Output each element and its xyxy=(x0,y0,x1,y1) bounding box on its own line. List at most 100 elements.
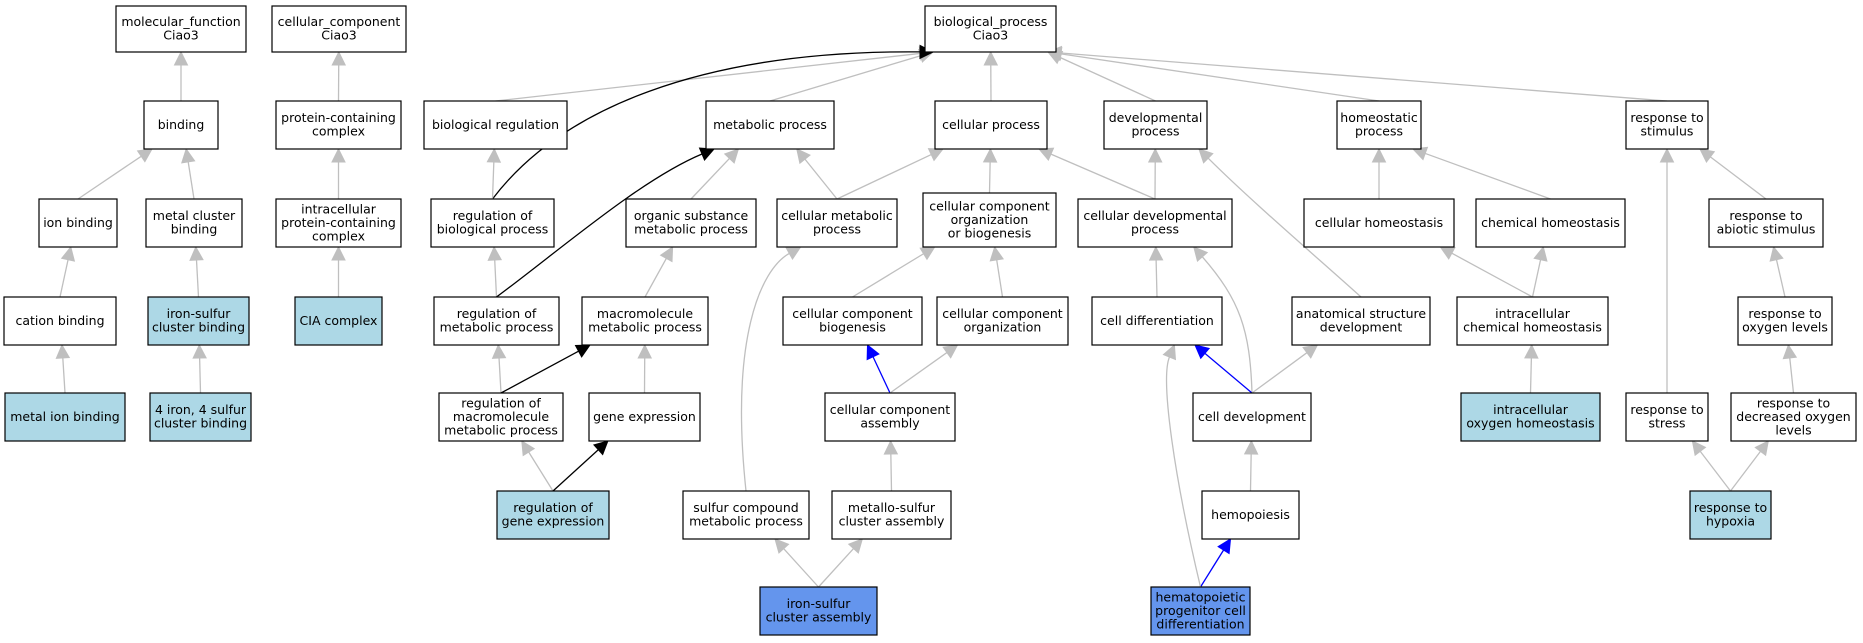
arrowhead xyxy=(1782,343,1798,360)
node-label-line: process xyxy=(1131,222,1179,237)
node-label-line: cell development xyxy=(1198,409,1306,424)
node-label-line: Ciao3 xyxy=(973,28,1008,43)
node-label-line: chemical homeostasis xyxy=(1463,320,1602,335)
edge-reg-gene-expr-to-gene-expression xyxy=(552,440,609,492)
node-box xyxy=(831,490,952,540)
node-label-line: process xyxy=(1131,124,1179,139)
arrowhead xyxy=(1659,147,1675,163)
node-label-line: CIA complex xyxy=(300,313,378,328)
edge-anat-struct-dev-to-dev-process xyxy=(1198,148,1362,298)
node-box xyxy=(705,100,835,150)
node-label-line: metabolic process xyxy=(634,222,748,237)
node-label-line: oxygen homeostasis xyxy=(1466,416,1594,431)
node-box xyxy=(423,100,568,150)
arrowhead xyxy=(1198,148,1214,164)
edge-cell-dev-process-to-dev-process xyxy=(1147,147,1163,200)
node-label-line: metabolic process xyxy=(689,514,803,529)
arrowhead xyxy=(919,246,936,261)
node-label-line: stress xyxy=(1649,416,1686,431)
edge-metabolic-process-to-bp xyxy=(769,48,935,102)
arrowhead xyxy=(989,245,1005,262)
edge-cell-dev-process-to-cellular-process xyxy=(1037,147,1156,200)
node-label-line: oxygen levels xyxy=(1742,320,1828,335)
edge-cell-dev-to-cell-diff xyxy=(1194,344,1253,394)
node-box xyxy=(1077,198,1233,248)
node-hemopoiesis: hemopoiesis xyxy=(1201,490,1300,540)
arrowhead xyxy=(866,343,880,361)
node-label-line: organic substance xyxy=(634,208,749,223)
node-label-line: response to xyxy=(1729,208,1802,223)
node-label-line: homeostatic xyxy=(1340,110,1418,125)
node-box xyxy=(1730,392,1857,442)
node-label-line: cellular metabolic xyxy=(781,208,893,223)
arrowhead xyxy=(883,439,899,455)
edge-sulfur-met-to-cellular-met xyxy=(740,246,802,492)
arrowhead xyxy=(487,245,503,261)
node-label-line: biological_process xyxy=(934,14,1048,29)
node-cellular-process: cellular process xyxy=(934,100,1048,150)
arrowhead xyxy=(983,50,999,66)
node-label-line: response to xyxy=(1748,306,1821,321)
node-box xyxy=(776,198,898,248)
edge-iron-sulfur-assembly-to-sulfur-met xyxy=(774,538,819,588)
arrowhead xyxy=(1439,246,1456,260)
node-label-line: metal ion binding xyxy=(10,409,120,424)
edge-cellular-met-to-metabolic-process xyxy=(796,148,838,200)
node-cell-diff: cell differentiation xyxy=(1091,296,1223,346)
node-cell-dev: cell development xyxy=(1192,392,1312,442)
arrowhead xyxy=(1371,147,1387,163)
node-label-line: response to xyxy=(1694,500,1767,515)
node-label-line: intracellular xyxy=(1495,306,1571,321)
node-label-line: or biogenesis xyxy=(948,225,1032,240)
node-label-line: progenitor cell xyxy=(1155,603,1246,618)
arrowhead xyxy=(491,343,507,359)
node-label-line: molecular_function xyxy=(121,14,240,29)
arrowhead xyxy=(1147,147,1163,163)
arrowhead xyxy=(1194,344,1211,360)
node-bio-reg: biological regulation xyxy=(423,100,568,150)
node-label-line: metallo-sulfur xyxy=(848,500,936,515)
edge-hemopoiesis-to-cell-dev xyxy=(1243,439,1259,492)
node-box xyxy=(275,100,402,150)
node-box xyxy=(1475,198,1626,248)
node-label-line: protein-containing xyxy=(281,110,396,125)
node-chem-homeostasis: chemical homeostasis xyxy=(1475,198,1626,248)
node-label-line: differentiation xyxy=(1156,616,1244,631)
arrowhead xyxy=(723,148,740,164)
node-label-line: cellular component xyxy=(830,402,950,417)
edge-cell-dev-to-anat-struct-dev xyxy=(1251,344,1319,394)
node-cation-binding: cation binding xyxy=(3,296,117,346)
arrowhead xyxy=(942,344,959,359)
node-metabolic-process: metabolic process xyxy=(705,100,835,150)
edge-hpc-diff-to-hemopoiesis xyxy=(1199,538,1232,588)
node-box xyxy=(1291,296,1431,346)
edge-intra-oxy-homeo-to-intra-chem-homeo xyxy=(1524,343,1539,394)
node-label-line: hematopoietic xyxy=(1156,589,1246,604)
node-label-line: cluster binding xyxy=(152,320,245,335)
node-box xyxy=(143,100,219,150)
node-box xyxy=(147,296,250,346)
node-label-line: metal cluster xyxy=(153,208,236,223)
node-label-line: assembly xyxy=(860,416,920,431)
node-box xyxy=(1708,198,1824,248)
edge-cc-assembly-to-cc-organization xyxy=(889,344,959,394)
edge-iron-sulfur-assembly-to-metallo-sulfur xyxy=(818,538,864,588)
arrowhead xyxy=(331,50,347,66)
